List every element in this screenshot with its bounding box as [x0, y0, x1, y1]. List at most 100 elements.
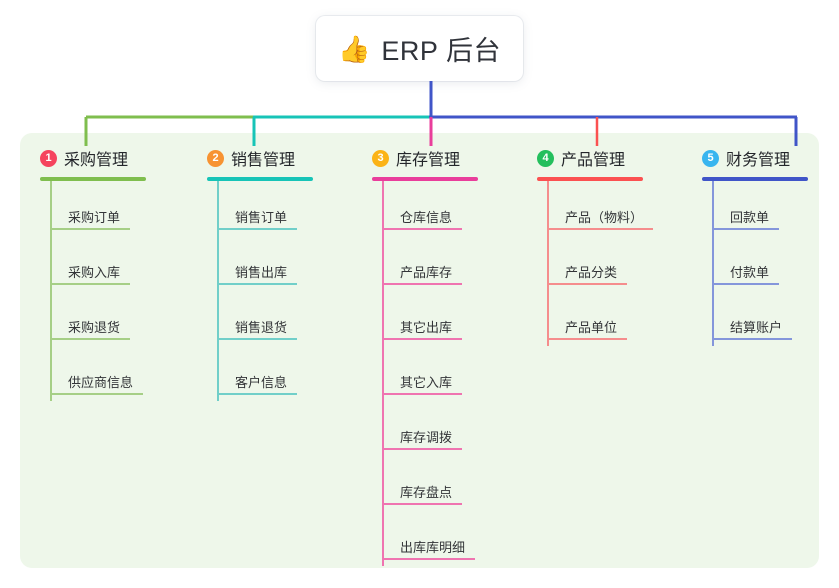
leaf-rule: [712, 338, 792, 340]
leaf-rule: [547, 228, 653, 230]
leaf-label: 回款单: [730, 210, 770, 225]
list-item[interactable]: 产品（物料）: [537, 181, 697, 236]
leaf-label: 其它出库: [400, 320, 453, 335]
leaf-label: 结算账户: [730, 320, 783, 335]
branch-spine-1: [50, 181, 52, 401]
leaf-label: 产品库存: [400, 265, 453, 280]
leaf-rule: [50, 283, 130, 285]
list-item[interactable]: 库存调拨: [372, 401, 532, 456]
branch-title-2: 销售管理: [231, 152, 296, 169]
leaf-rule: [217, 228, 297, 230]
list-item[interactable]: 采购订单: [40, 181, 190, 236]
leaf-rule: [382, 338, 462, 340]
branch-title-1: 采购管理: [64, 152, 129, 169]
branch-spine-5: [712, 181, 714, 346]
branch-header-4[interactable]: 4 产品管理: [537, 146, 697, 170]
leaf-rule: [50, 338, 130, 340]
list-item[interactable]: 回款单: [702, 181, 832, 236]
branch-spine-2: [217, 181, 219, 401]
leaf-label: 库存盘点: [400, 485, 453, 500]
branch-leaves-2: 销售订单 销售出库 销售退货 客户信息: [207, 181, 357, 401]
leaf-rule: [547, 338, 627, 340]
list-item[interactable]: 客户信息: [207, 346, 357, 401]
list-item[interactable]: 销售订单: [207, 181, 357, 236]
branch-column-5: 5 财务管理 回款单 付款单 结算账户: [702, 146, 832, 346]
list-item[interactable]: 产品分类: [537, 236, 697, 291]
root-node-card[interactable]: 👍 ERP 后台: [316, 16, 523, 81]
list-item[interactable]: 其它入库: [372, 346, 532, 401]
leaf-rule: [50, 228, 130, 230]
thumbs-up-icon: 👍: [338, 33, 371, 64]
leaf-rule: [382, 558, 475, 560]
leaf-label: 产品单位: [565, 320, 618, 335]
root-node-content: 👍 ERP 后台: [338, 29, 501, 68]
branch-rule-5: [702, 177, 808, 181]
branch-leaves-4: 产品（物料） 产品分类 产品单位: [537, 181, 697, 346]
branch-title-4: 产品管理: [561, 152, 626, 169]
leaf-label: 销售出库: [235, 265, 288, 280]
leaf-label: 产品（物料）: [565, 210, 644, 225]
leaf-rule: [217, 338, 297, 340]
leaf-label: 采购订单: [68, 210, 121, 225]
leaf-rule: [712, 283, 779, 285]
leaf-rule: [712, 228, 779, 230]
branch-column-1: 1 采购管理 采购订单 采购入库 采购退货 供应商信息: [40, 146, 190, 401]
branch-leaves-5: 回款单 付款单 结算账户: [702, 181, 832, 346]
branch-column-3: 3 库存管理 仓库信息 产品库存 其它出库 其它入库 库存调拨: [372, 146, 532, 566]
leaf-rule: [382, 228, 462, 230]
branch-rule-1: [40, 177, 146, 181]
branch-leaves-1: 采购订单 采购入库 采购退货 供应商信息: [40, 181, 190, 401]
branch-header-1[interactable]: 1 采购管理: [40, 146, 190, 170]
branch-header-3[interactable]: 3 库存管理: [372, 146, 532, 170]
branch-spine-3: [382, 181, 384, 566]
branch-header-5[interactable]: 5 财务管理: [702, 146, 832, 170]
list-item[interactable]: 库存盘点: [372, 456, 532, 511]
list-item[interactable]: 仓库信息: [372, 181, 532, 236]
root-node-title: ERP 后台: [381, 36, 501, 66]
leaf-rule: [217, 283, 297, 285]
list-item[interactable]: 采购退货: [40, 291, 190, 346]
branch-spine-4: [547, 181, 549, 346]
list-item[interactable]: 销售退货: [207, 291, 357, 346]
list-item[interactable]: 产品库存: [372, 236, 532, 291]
branch-rule-3: [372, 177, 478, 181]
branch-column-2: 2 销售管理 销售订单 销售出库 销售退货 客户信息: [207, 146, 357, 401]
list-item[interactable]: 付款单: [702, 236, 832, 291]
list-item[interactable]: 其它出库: [372, 291, 532, 346]
list-item[interactable]: 出库库明细: [372, 511, 532, 566]
leaf-rule: [382, 393, 462, 395]
list-item[interactable]: 采购入库: [40, 236, 190, 291]
list-item[interactable]: 产品单位: [537, 291, 697, 346]
leaf-rule: [217, 393, 297, 395]
branch-column-4: 4 产品管理 产品（物料） 产品分类 产品单位: [537, 146, 697, 346]
branch-badge-3: 3: [372, 149, 389, 167]
branch-badge-5: 5: [702, 149, 719, 167]
list-item[interactable]: 结算账户: [702, 291, 832, 346]
branch-rule-4: [537, 177, 643, 181]
leaf-label: 采购退货: [68, 320, 121, 335]
branches-panel: [20, 133, 819, 568]
branch-badge-4: 4: [537, 149, 554, 167]
leaf-rule: [382, 283, 462, 285]
leaf-label: 销售退货: [235, 320, 288, 335]
list-item[interactable]: 销售出库: [207, 236, 357, 291]
leaf-label: 付款单: [730, 265, 770, 280]
leaf-label: 库存调拨: [400, 430, 453, 445]
list-item[interactable]: 供应商信息: [40, 346, 190, 401]
leaf-rule: [382, 503, 462, 505]
leaf-rule: [547, 283, 627, 285]
leaf-label: 仓库信息: [400, 210, 453, 225]
leaf-label: 其它入库: [400, 375, 453, 390]
branch-title-3: 库存管理: [396, 152, 461, 169]
leaf-label: 采购入库: [68, 265, 121, 280]
leaf-label: 销售订单: [235, 210, 288, 225]
leaf-rule: [382, 448, 462, 450]
branch-badge-1: 1: [40, 149, 57, 167]
leaf-rule: [50, 393, 143, 395]
branch-leaves-3: 仓库信息 产品库存 其它出库 其它入库 库存调拨 库存盘点: [372, 181, 532, 566]
branch-title-5: 财务管理: [726, 152, 791, 169]
branch-badge-2: 2: [207, 149, 224, 167]
leaf-label: 客户信息: [235, 375, 288, 390]
leaf-label: 产品分类: [565, 265, 618, 280]
branch-header-2[interactable]: 2 销售管理: [207, 146, 357, 170]
